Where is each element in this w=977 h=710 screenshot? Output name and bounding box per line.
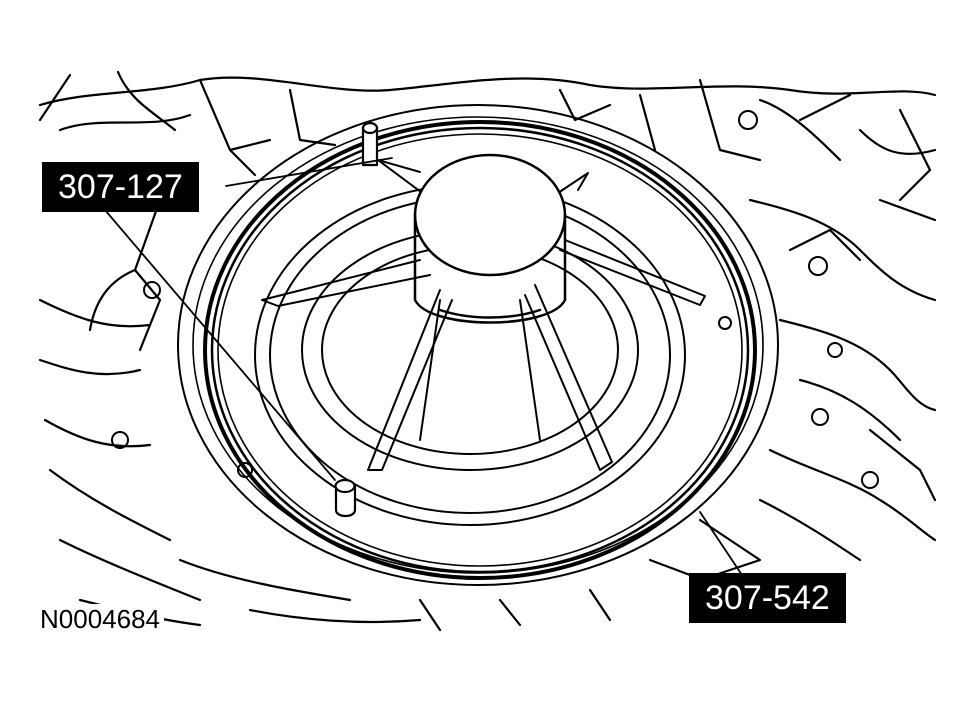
leader-lines <box>104 157 745 579</box>
housing-casting <box>38 70 937 632</box>
tool-callout-307-127: 307-127 <box>42 162 199 212</box>
installer-ribs <box>261 159 706 471</box>
figure-reference-number: N0004684 <box>40 604 164 635</box>
housing-holes <box>111 110 879 489</box>
seal-ring <box>203 120 757 580</box>
tool-callout-307-542: 307-542 <box>689 573 846 623</box>
installer-hub <box>413 153 567 324</box>
locating-pins <box>334 121 379 518</box>
